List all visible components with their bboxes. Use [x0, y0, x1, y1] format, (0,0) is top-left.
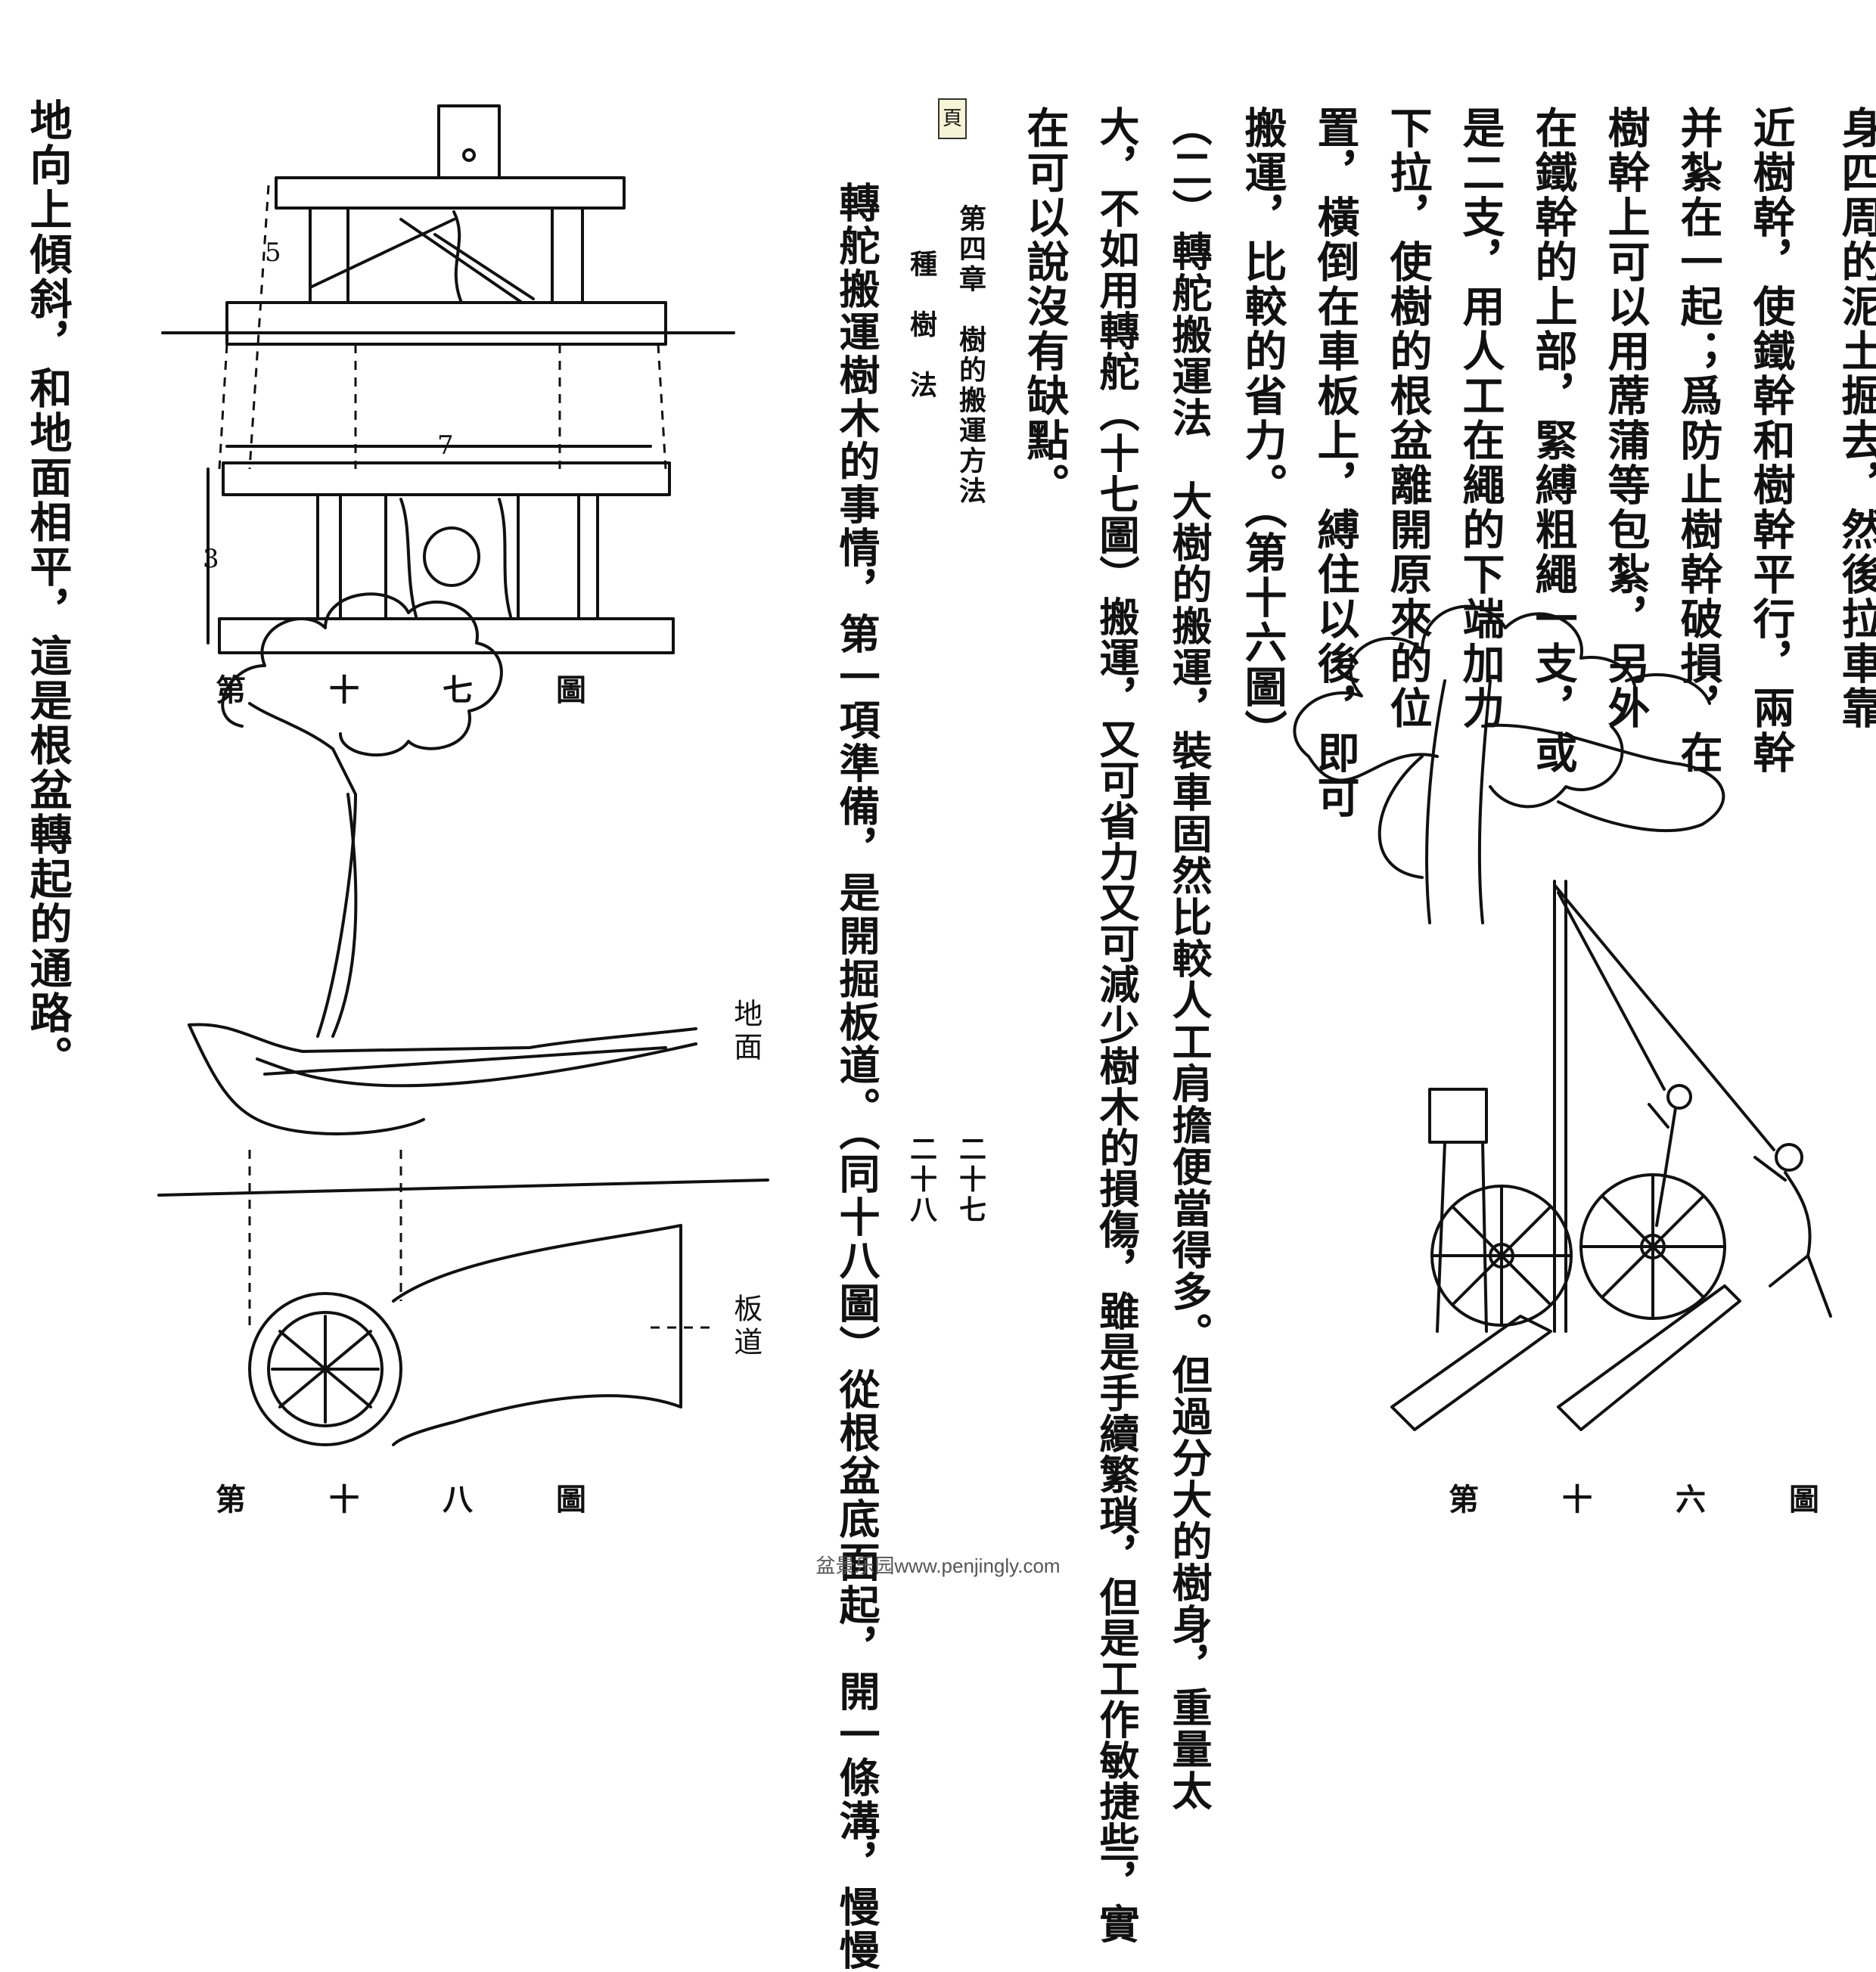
figure-18-drawing	[157, 592, 769, 1446]
text-column-5: 在鐵幹的上部，緊縛粗繩一支，或	[1528, 106, 1578, 775]
figure-16-caption: 第十六圖	[1449, 1482, 1876, 1517]
text-column-7: 下拉，使樹的根盆離開原來的位	[1383, 106, 1433, 731]
dim-label-b: 3	[203, 544, 219, 574]
text-column-2: 近樹幹，使鐵幹和樹幹平行，兩幹	[1746, 106, 1796, 775]
text-column-8: 置，橫倒在車板上，縛住以後，即可	[1310, 106, 1360, 820]
text-column-10: （二）轉舵搬運法 大樹的搬運，裝車固然比較人工肩擔便當得多。但過分大的樹身，重量…	[1166, 106, 1213, 1812]
figure-17-dimension-labels: 7 3 5	[203, 238, 454, 574]
figure-18-caption: 第十八圖	[216, 1482, 669, 1517]
book-title: 種 樹 法	[905, 250, 937, 401]
label-board-path: 板道	[728, 1293, 763, 1360]
figure-illustrations: 7 3 5	[157, 104, 1832, 1446]
label-ground: 地面	[728, 998, 763, 1065]
text-column-12: 在可以說沒有缺點。	[1020, 106, 1070, 508]
figure-17-drawing	[161, 104, 735, 654]
text-column-6: 是二支，用人工在繩的下端加力	[1455, 106, 1505, 731]
watermark: 盆景乐园www.penjingly.com	[815, 1554, 1061, 1577]
dim-label-c: 5	[265, 238, 281, 268]
dim-label-a: 7	[437, 430, 454, 461]
page-number-right: 二十七	[955, 1135, 986, 1225]
page-number-left: 二十八	[905, 1135, 937, 1225]
text-column-4: 樹幹上可以用蓆蒲等包紮，另外	[1601, 106, 1651, 731]
text-column-9: 搬運，比較的省力。（第十六圖）	[1238, 106, 1287, 754]
text-column-11: 大，不如用轉舵（十七圖）搬運，又可省力又可減少樹木的損傷，雖是手續繁瑣，但是工作…	[1093, 106, 1140, 1944]
figure-16-drawing	[1293, 604, 1832, 1431]
text-column-1: 身四周的泥土掘去，然後拉車靠	[1834, 106, 1876, 731]
figure-17-caption: 第十七圖	[216, 672, 669, 708]
page-tab: 頁	[938, 98, 967, 139]
text-column-14: 地向上傾斜，和地面相平，這是根盆轉起的通路。	[23, 98, 73, 1080]
chapter-heading: 第四章 樹的搬運方法	[955, 204, 986, 507]
text-column-13: 轉舵搬運樹木的事情，第一項準備，是開掘板道。（同十八圖）從根盆底面起，開一條溝，…	[832, 182, 881, 1972]
text-column-3: 并紮在一起；爲防止樹幹破損，在	[1673, 106, 1723, 775]
